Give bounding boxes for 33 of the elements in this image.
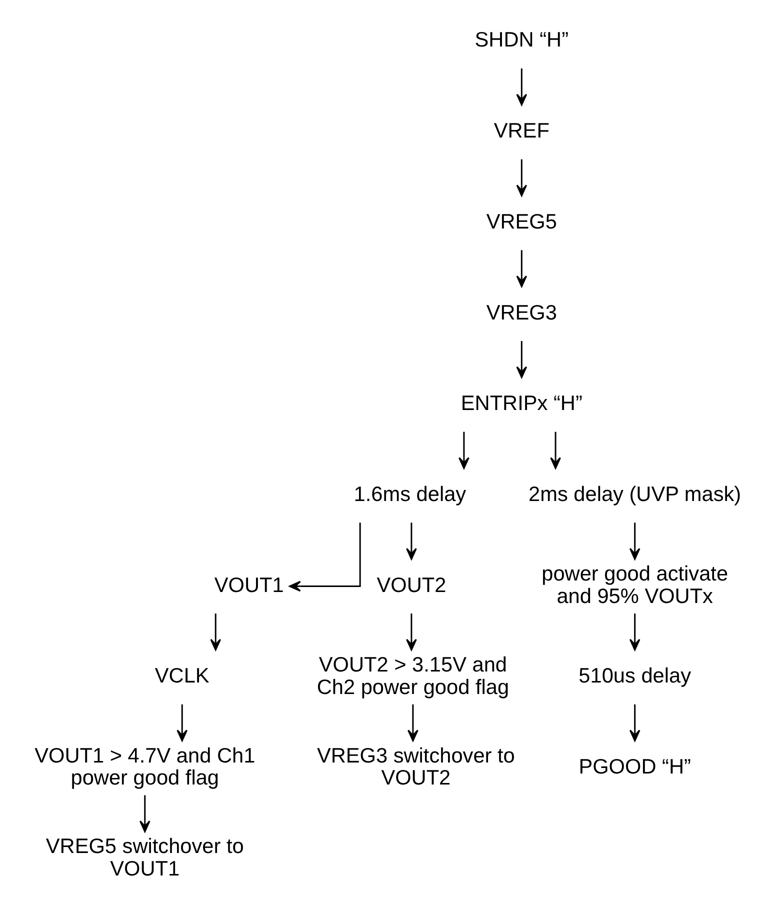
node-text: VREG3	[486, 301, 556, 324]
node-text: PGOOD “H”	[578, 755, 690, 778]
arrow	[516, 250, 527, 288]
node-text: VREF	[493, 120, 549, 143]
node-text: VCLK	[154, 664, 209, 688]
node-text: SHDN “H”	[474, 28, 568, 52]
arrow	[210, 614, 221, 651]
node-text: VOUT2	[376, 574, 446, 597]
node-text: VREG3 switchover to VOUT2	[316, 744, 514, 790]
node-text: VOUT2 > 3.15V and Ch2 power good flag	[316, 653, 509, 699]
arrow	[516, 159, 527, 196]
arrow	[550, 432, 560, 469]
arrow	[458, 432, 469, 469]
node-text: 2ms delay (UVP mask)	[528, 482, 741, 506]
arrow	[406, 614, 416, 651]
arrow	[516, 341, 527, 378]
arrow	[516, 68, 527, 106]
arrow	[288, 522, 360, 592]
node-text: ENTRIPx “H”	[460, 392, 582, 416]
node-text: VOUT1 > 4.7V and Ch1 power good flag	[34, 744, 255, 790]
arrow	[176, 704, 188, 742]
arrow	[138, 795, 150, 832]
node-text: 510us delay	[578, 664, 691, 688]
node-text: 1.6ms delay	[353, 482, 466, 506]
arrow	[406, 522, 416, 560]
node-text: VOUT1	[214, 574, 284, 597]
node-text: VREG5 switchover to VOUT1	[45, 835, 244, 880]
arrow	[407, 704, 418, 742]
arrow	[628, 522, 640, 560]
node-text: power good activate and 95% VOUTx	[541, 562, 728, 608]
arrow	[628, 614, 640, 651]
arrow	[628, 704, 640, 742]
node-text: VREG5	[486, 210, 556, 234]
